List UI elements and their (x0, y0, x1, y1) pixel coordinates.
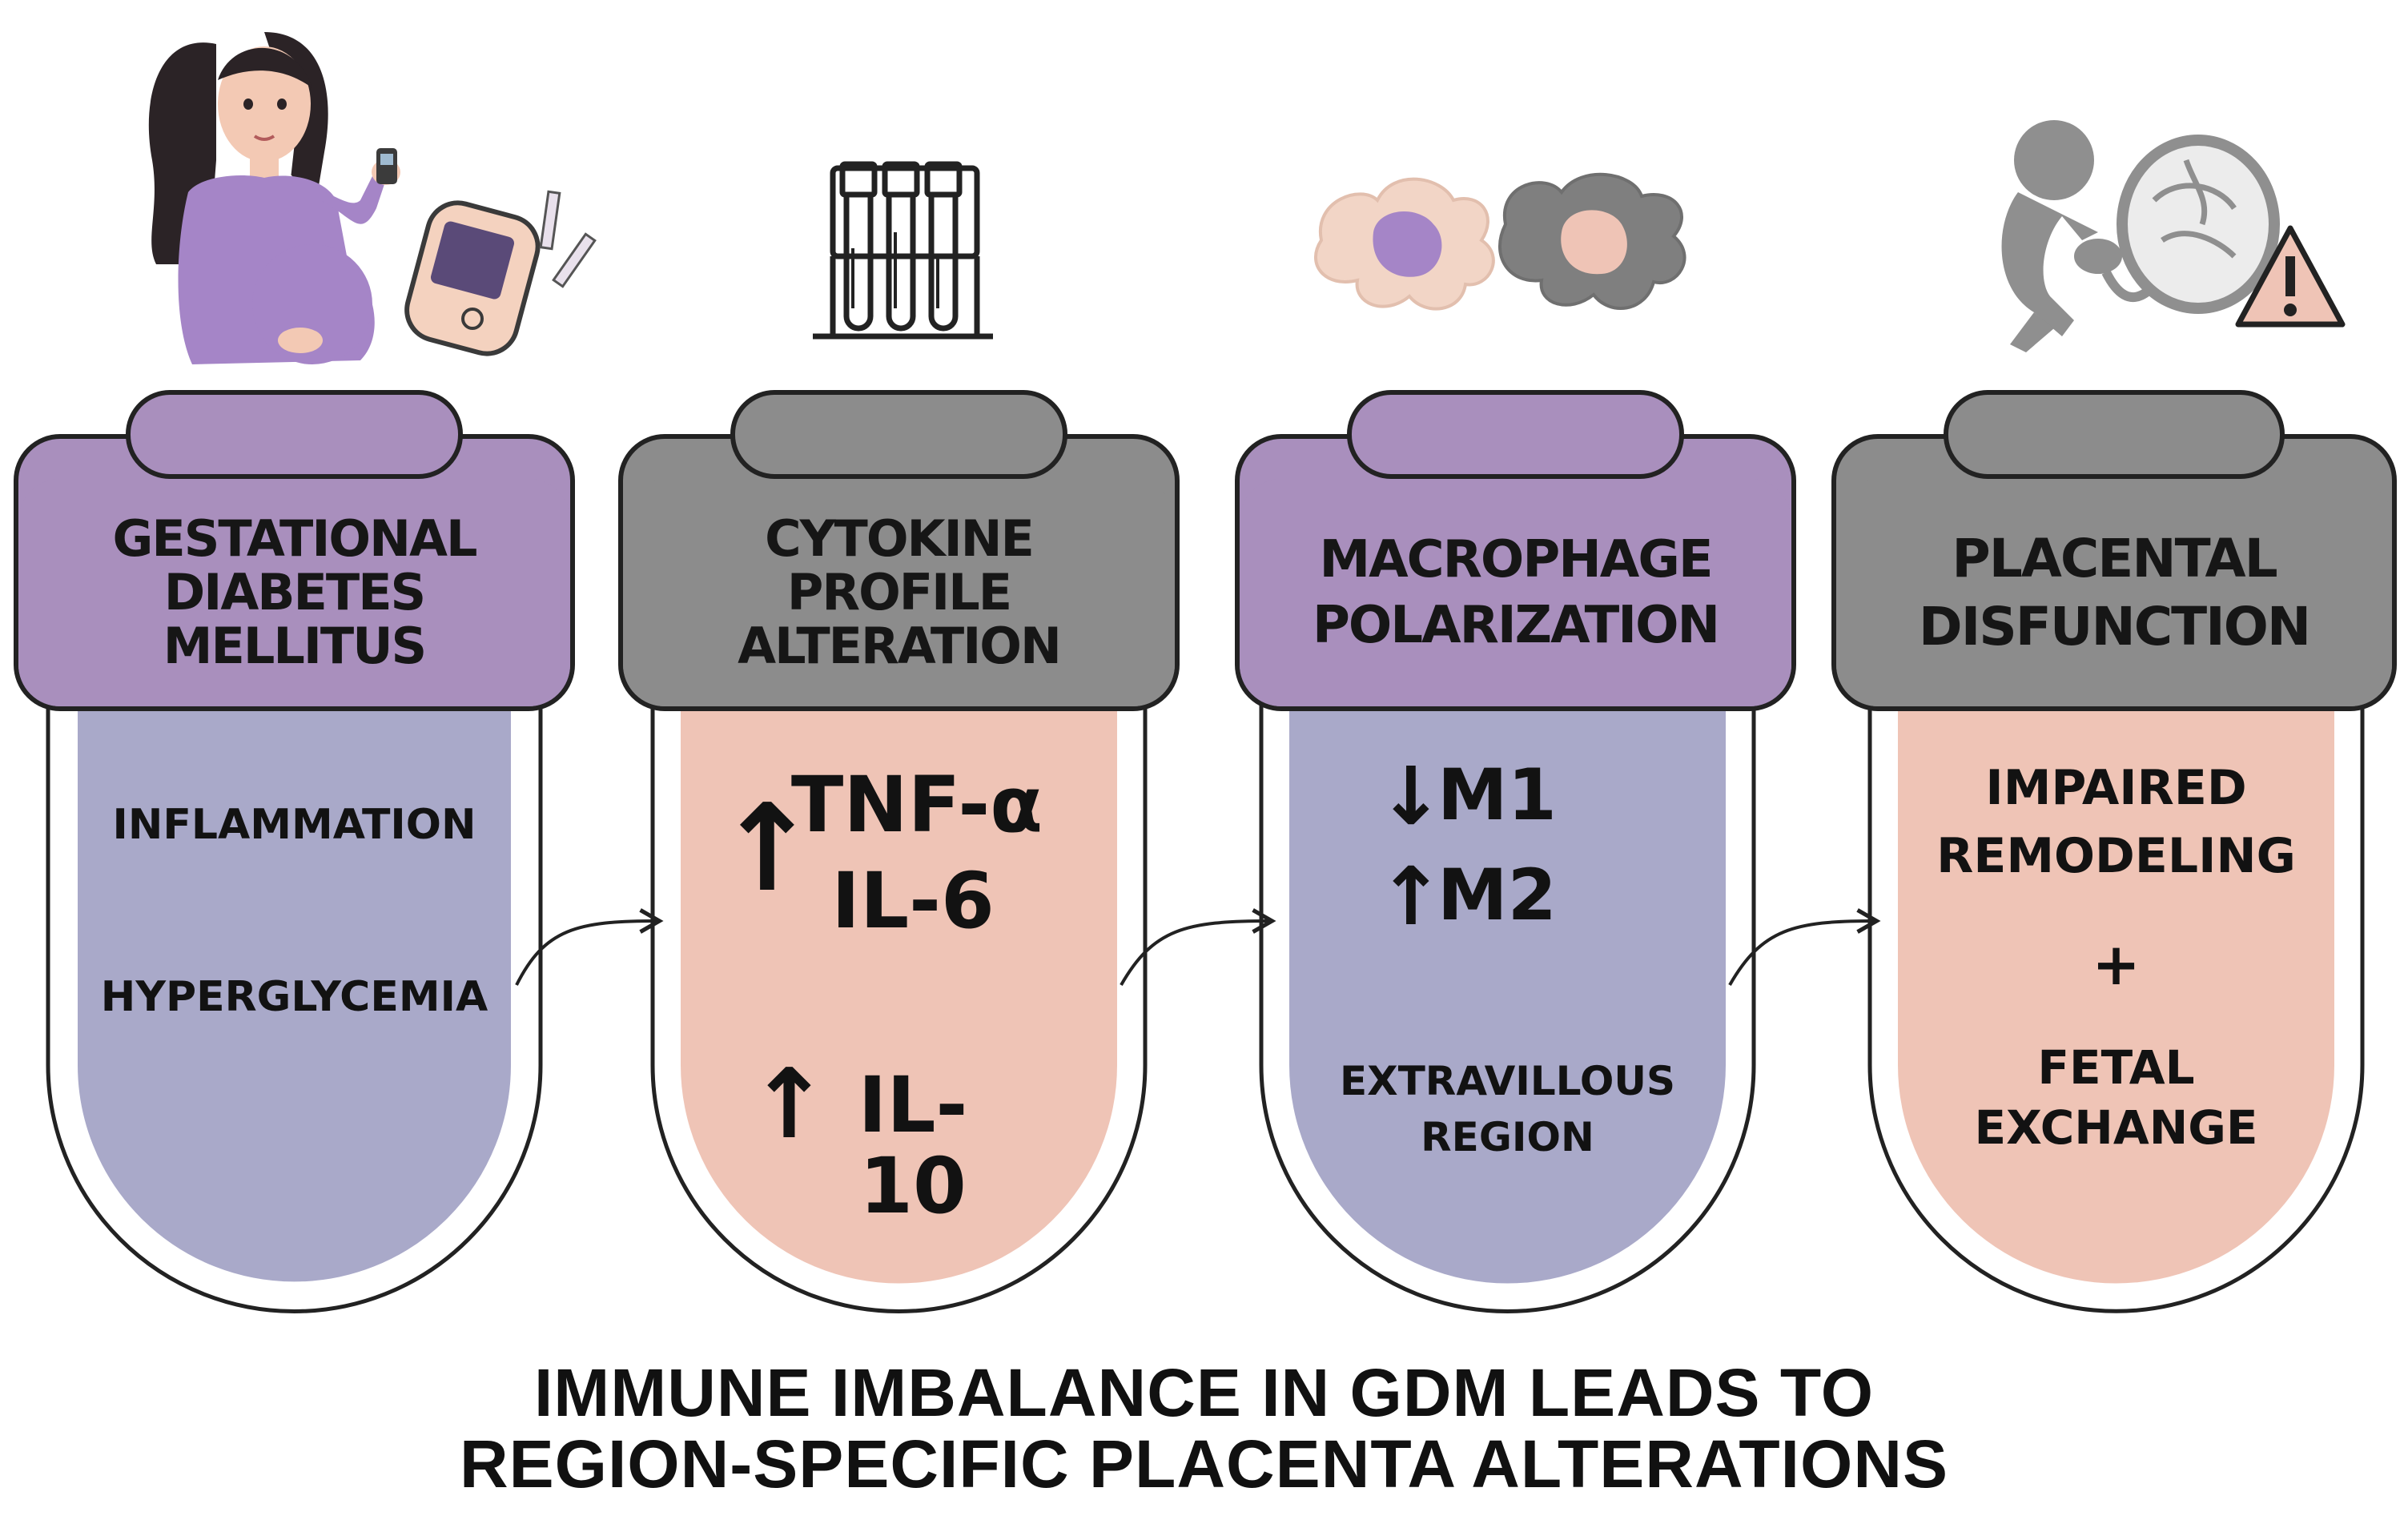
test-tubes-rack-icon (813, 161, 993, 340)
step-1-body-outline-inner (74, 705, 514, 1285)
step-1-header-line: DIABETES (163, 563, 426, 622)
step-1-hyperglycemia: HYPERGLYCEMIA (100, 973, 488, 1021)
step-1-body (76, 705, 513, 1284)
step-2-capsule (618, 390, 1180, 1313)
step-4-header-line: PLACENTAL (1952, 528, 2277, 590)
step-3-body (1289, 705, 1726, 1284)
caption-line-2: REGION-SPECIFIC PLACENTA ALTERATIONS (459, 1426, 1949, 1502)
diagram-caption: IMMUNE IMBALANCE IN GDM LEADS TO REGION-… (0, 1357, 2408, 1500)
fetus-placenta-warning-icon (2001, 120, 2346, 352)
step-3-m1: M1 (1437, 754, 1557, 836)
step-2-up-arrow-2: ↑ (749, 1049, 830, 1160)
step-1-header-tab (126, 390, 463, 479)
step-1-header-line: MELLITUS (163, 616, 427, 675)
step-3-region: REGION (1421, 1114, 1594, 1160)
step-2-header-line: PROFILE (786, 563, 1012, 622)
macrophage-cells-icon (1314, 172, 1686, 311)
step-3-header-line: POLARIZATION (1312, 595, 1720, 655)
step-1-body-outline (46, 705, 543, 1313)
step-4-impaired: IMPAIRED (1985, 760, 2247, 816)
step-2-body (681, 705, 1117, 1284)
step-2-header-line: ALTERATION (738, 616, 1062, 675)
caption-line-1: IMMUNE IMBALANCE IN GDM LEADS TO (533, 1355, 1875, 1430)
step-2-up-arrow-1: ↑ (717, 779, 818, 919)
step-3-m2: M2 (1437, 854, 1557, 936)
step-1-header-line: GESTATIONAL (112, 509, 478, 569)
step-4-header-line: DISFUNCTION (1918, 595, 2311, 657)
step-2-header-line: CYTOKINE (765, 509, 1035, 569)
step-4-header-title: PLACENTAL DISFUNCTION (1834, 479, 2394, 707)
step-3-extravillous: EXTRAVILLOUS (1340, 1058, 1675, 1104)
step-4-plus: + (2092, 931, 2141, 998)
step-4-header-tab (1944, 390, 2285, 479)
step-4-capsule (1831, 390, 2397, 1313)
step-3-down-arrow: ↓ (1377, 750, 1445, 843)
step-4-body (1898, 705, 2334, 1284)
step-3-capsule (1235, 390, 1796, 1313)
step-1-capsule (14, 390, 575, 1313)
step-1-header-title: GESTATIONAL DIABETES MELLITUS (16, 479, 573, 707)
step-2-header-title: CYTOKINE PROFILE ALTERATION (621, 479, 1177, 707)
connector-arrow-3 (1728, 908, 1881, 986)
step-4-exchange: EXCHANGE (1974, 1100, 2258, 1155)
step-2-il-6: IL-6 (831, 856, 995, 946)
pregnant-woman-glucose-meter-icon (148, 32, 597, 364)
step-3-header-title: MACROPHAGE POLARIZATION (1237, 479, 1794, 707)
step-3-header-line: MACROPHAGE (1319, 529, 1713, 589)
step-2-header-tab (730, 390, 1067, 479)
step-3-up-arrow: ↑ (1377, 850, 1445, 943)
connector-arrow-2 (1120, 908, 1276, 986)
step-2-tnf-alpha: TNF-α (790, 760, 1043, 850)
connector-arrow-1 (515, 908, 664, 986)
step-4-fetal: FETAL (2037, 1040, 2195, 1095)
step-4-remodeling: REMODELING (1936, 828, 2296, 884)
step-1-inflammation: INFLAMMATION (112, 801, 476, 849)
step-2-il-10: IL-10 (858, 1060, 968, 1231)
step-3-header-tab (1347, 390, 1684, 479)
